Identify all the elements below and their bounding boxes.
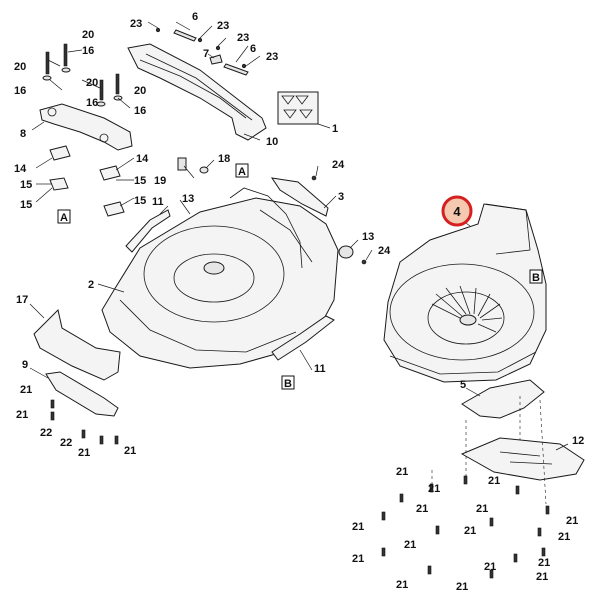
label-21l: 21	[464, 525, 476, 537]
label-21r: 21	[396, 579, 408, 591]
label-17: 17	[16, 294, 28, 306]
label-6a: 6	[192, 11, 198, 23]
label-6b: 6	[250, 43, 256, 55]
label-21m: 21	[558, 531, 570, 543]
label-10: 10	[266, 136, 278, 148]
highlighted-callout-4[interactable]: 4	[441, 195, 473, 227]
label-21d: 21	[124, 445, 136, 457]
ref-box-b-blower: B	[529, 269, 543, 284]
label-21o: 21	[352, 553, 364, 565]
label-21i: 21	[476, 503, 488, 515]
label-21p: 21	[538, 557, 550, 569]
label-20d: 20	[134, 85, 146, 97]
label-24a: 24	[332, 159, 345, 171]
label-21b: 21	[16, 409, 28, 421]
label-16c: 16	[86, 97, 98, 109]
label-22a: 22	[40, 427, 52, 439]
nut-part-18	[199, 166, 209, 174]
label-15a: 15	[134, 175, 146, 187]
label-23a: 23	[130, 18, 142, 30]
label-16d: 16	[134, 105, 146, 117]
label-9: 9	[22, 359, 28, 371]
label-21j: 21	[566, 515, 578, 527]
label-23c: 23	[237, 32, 249, 44]
label-14a: 14	[136, 153, 149, 165]
ref-box-a-left: A	[57, 209, 71, 224]
label-15b: 15	[20, 179, 32, 191]
label-13a: 13	[182, 193, 194, 205]
label-7: 7	[203, 48, 209, 60]
side-flap-part-11-right	[271, 315, 335, 361]
label-21f: 21	[428, 483, 440, 495]
label-20b: 20	[14, 61, 26, 73]
label-3: 3	[338, 191, 344, 203]
label-14b: 14	[14, 163, 27, 175]
label-13b: 13	[362, 231, 374, 243]
label-23d: 23	[266, 51, 278, 63]
part-number-labels: 6 23 23 23 7 6 23 20 16 20 20 20 16 16 1…	[14, 11, 584, 593]
svg-text:A: A	[238, 166, 246, 178]
label-16b: 16	[14, 85, 26, 97]
label-20c: 20	[86, 77, 98, 89]
label-8: 8	[20, 128, 26, 140]
label-15d: 15	[20, 199, 32, 211]
label-21h: 21	[416, 503, 428, 515]
label-sticker-part-1	[277, 91, 319, 125]
label-20a: 20	[82, 29, 94, 41]
ref-box-a-top: A	[235, 163, 249, 178]
screws-part-24	[311, 175, 367, 265]
small-screws-23	[155, 27, 247, 69]
plate-part-12	[460, 437, 585, 481]
label-5: 5	[460, 379, 466, 391]
blower-housing-part-4	[383, 203, 547, 383]
svg-text:4: 4	[453, 204, 461, 219]
screws-part-21	[50, 399, 550, 579]
knob-part-13	[338, 245, 354, 259]
label-23b: 23	[217, 20, 229, 32]
screw-part-19	[177, 157, 187, 171]
label-16a: 16	[82, 45, 94, 57]
label-22b: 22	[60, 437, 72, 449]
label-21q: 21	[484, 561, 496, 573]
label-11a: 11	[152, 196, 164, 208]
bracket-part-3	[270, 177, 329, 217]
side-flap-part-11-left	[125, 209, 171, 253]
assembly-dashed-lines	[431, 396, 547, 505]
label-21t: 21	[536, 571, 548, 583]
label-21s: 21	[456, 581, 468, 593]
cover-part-10	[127, 43, 267, 141]
svg-text:B: B	[532, 272, 540, 284]
rear-flap-part-17	[33, 309, 121, 381]
washers-part-16	[42, 67, 123, 107]
deck-housing-part-2	[101, 187, 339, 369]
label-2: 2	[88, 279, 94, 291]
deflector-part-5	[461, 379, 545, 419]
label-24b: 24	[378, 245, 391, 257]
label-21c: 21	[78, 447, 90, 459]
pins-part-6	[173, 29, 249, 76]
label-1: 1	[332, 123, 338, 135]
bracket-part-8	[39, 103, 133, 151]
svg-text:A: A	[60, 212, 68, 224]
label-15c: 15	[134, 195, 146, 207]
rail-part-9	[45, 371, 119, 417]
label-12: 12	[572, 435, 584, 447]
ref-box-b-deck: B	[281, 375, 295, 390]
label-11b: 11	[314, 363, 326, 375]
label-21n: 21	[404, 539, 416, 551]
bolts-part-20	[45, 43, 120, 101]
label-21k: 21	[352, 521, 364, 533]
label-18: 18	[218, 153, 230, 165]
label-21a: 21	[20, 384, 32, 396]
svg-text:B: B	[284, 378, 292, 390]
clips-part-14-15	[49, 145, 125, 217]
label-21g: 21	[488, 475, 500, 487]
label-19: 19	[154, 175, 166, 187]
label-21e: 21	[396, 466, 408, 478]
